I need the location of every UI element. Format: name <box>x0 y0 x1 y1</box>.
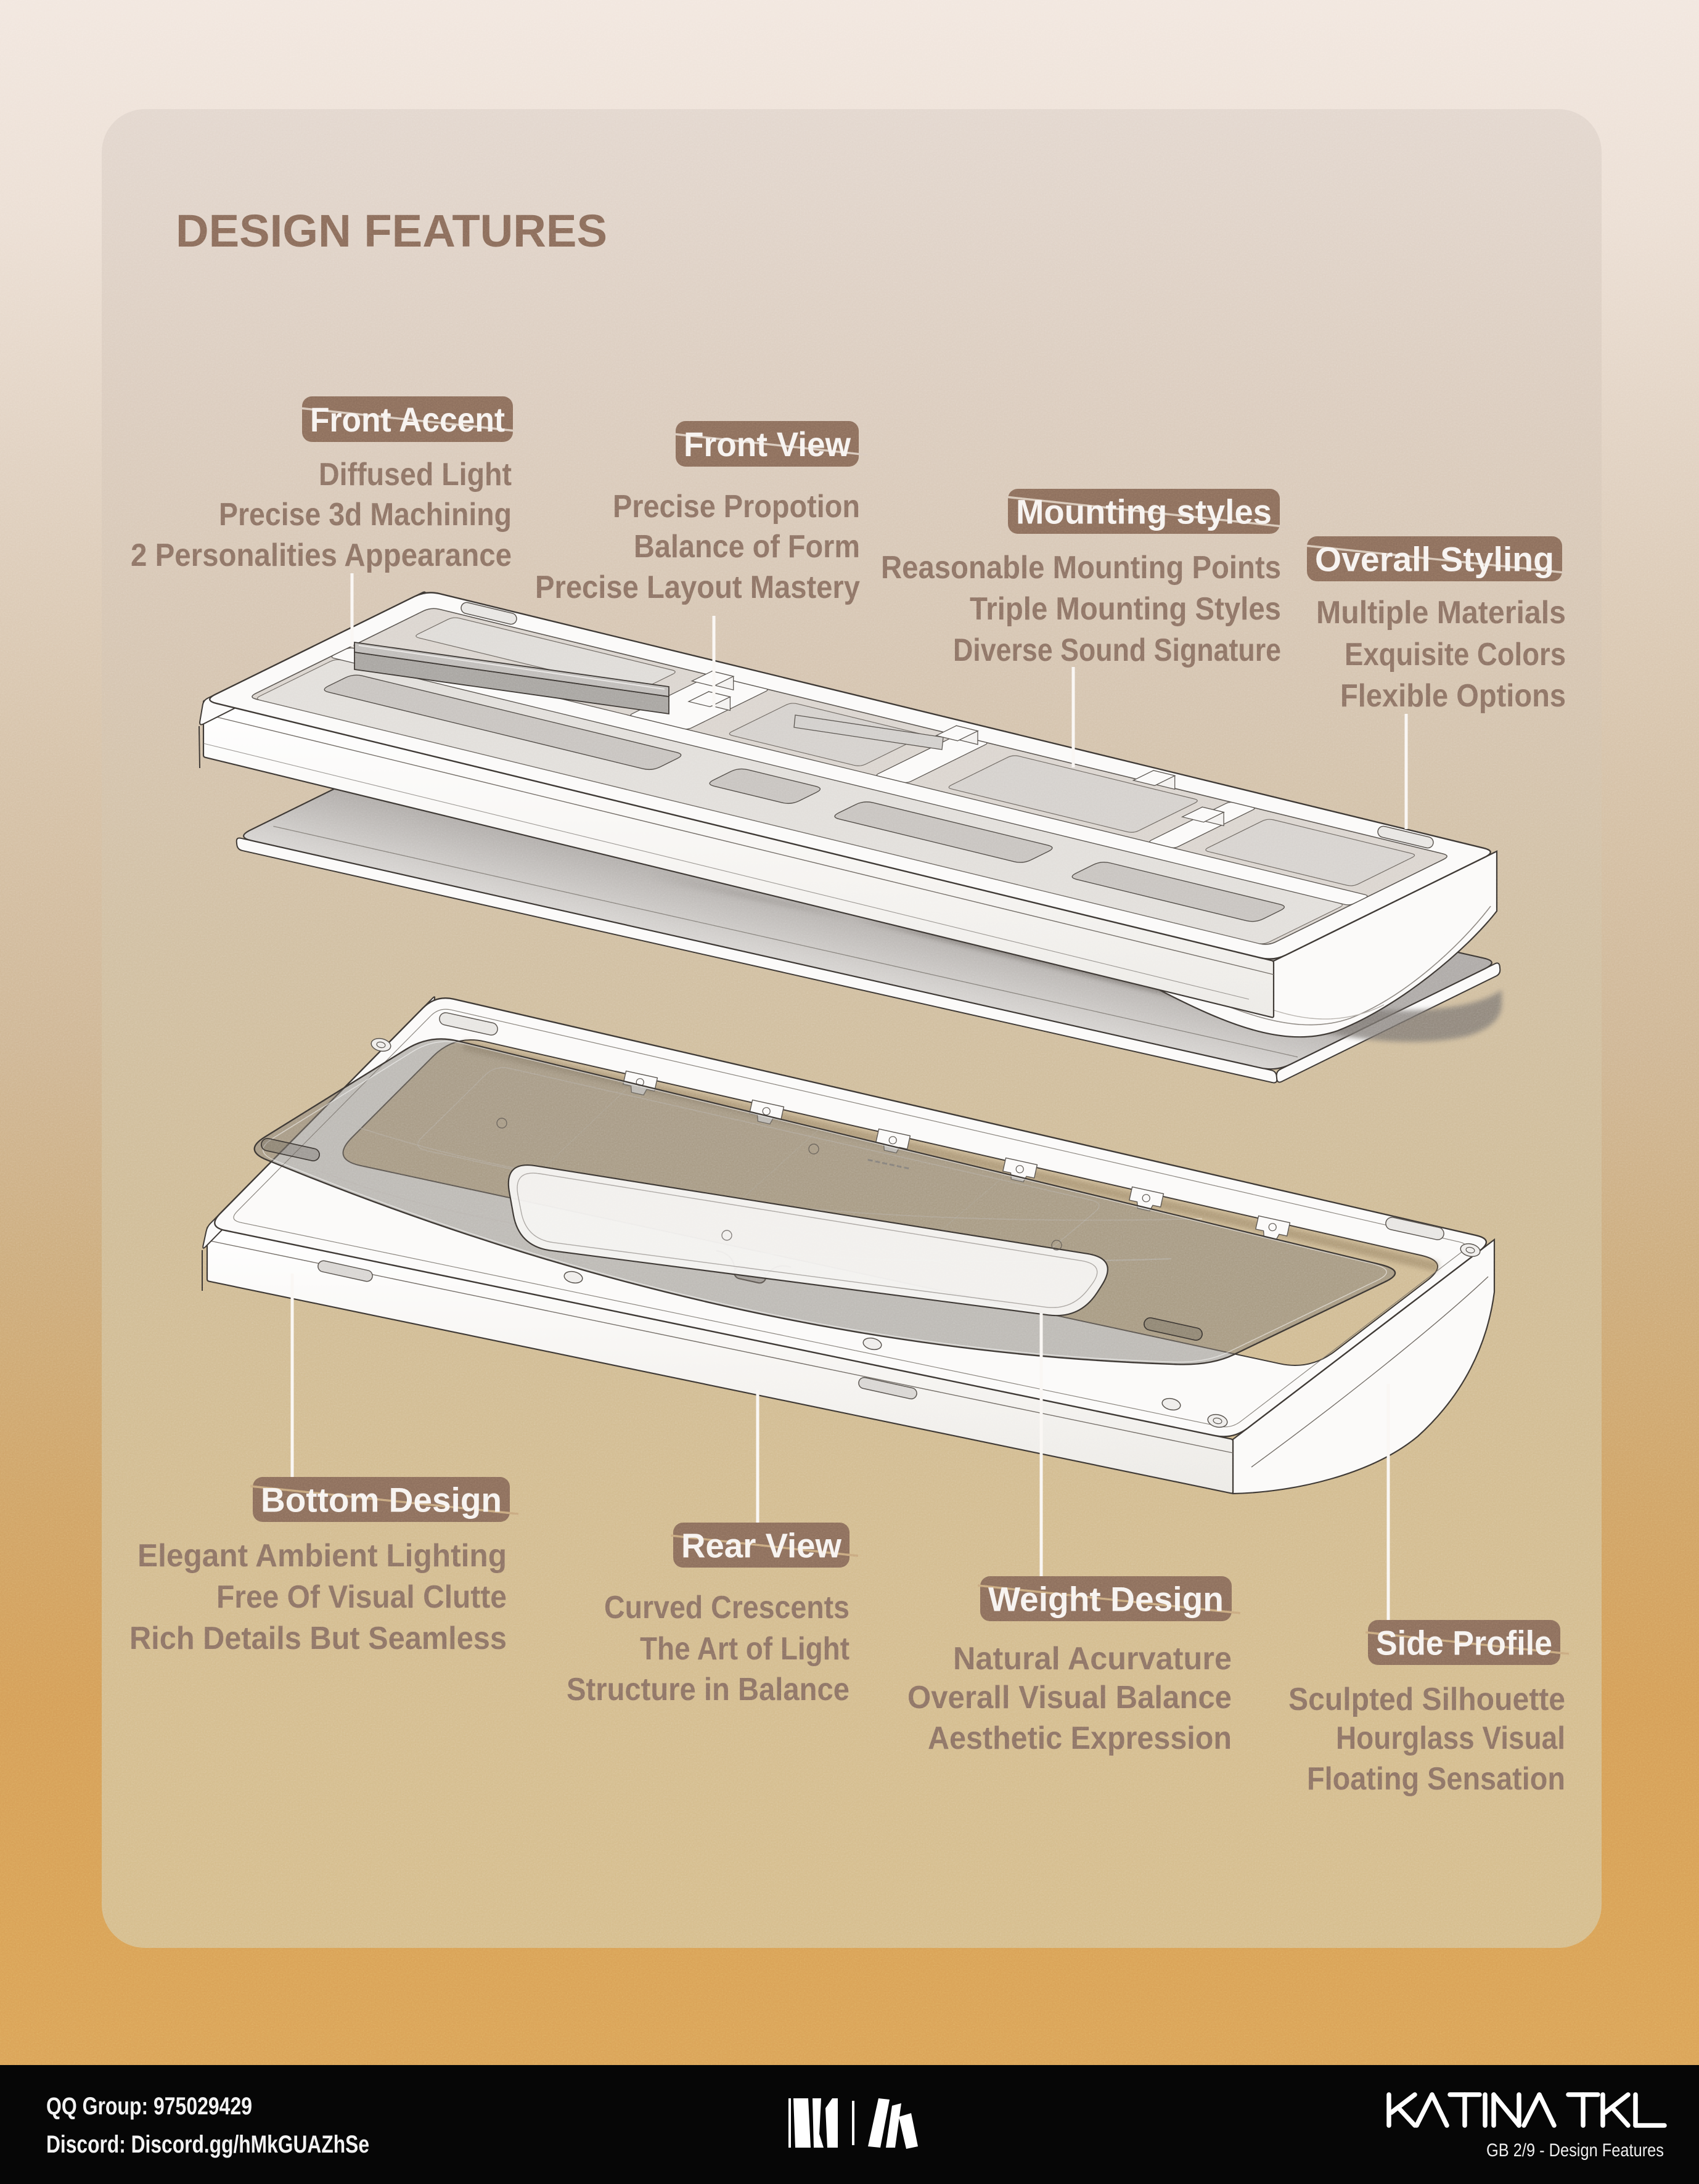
svg-text:GB 2/9 - Design Features: GB 2/9 - Design Features <box>1486 2140 1664 2161</box>
svg-text:QQ Group: 975029429: QQ Group: 975029429 <box>46 2093 252 2120</box>
svg-text:Discord: Discord.gg/hMkGUAZhSe: Discord: Discord.gg/hMkGUAZhSe <box>46 2131 369 2158</box>
